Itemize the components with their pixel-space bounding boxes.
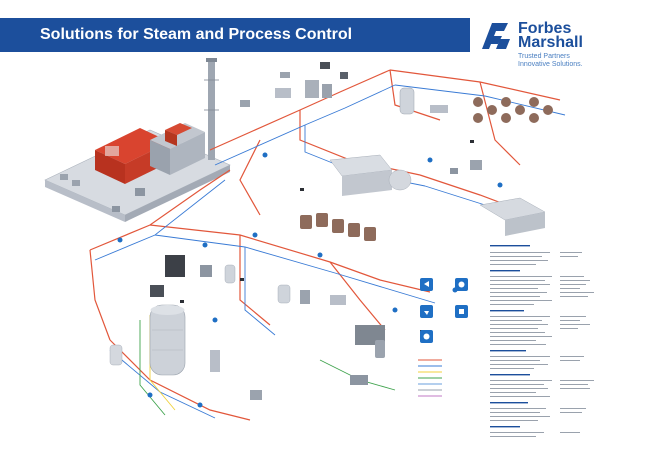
process-equipment bbox=[109, 62, 553, 408]
tank-icon bbox=[149, 304, 186, 376]
pressure-vessel-icon bbox=[399, 87, 448, 115]
company-logo: Forbes Marshall Trusted Partners Innovat… bbox=[478, 15, 638, 75]
page-title: Solutions for Steam and Process Control bbox=[40, 26, 353, 43]
brand-name-line2: Marshall bbox=[518, 34, 583, 51]
tagline-line1: Trusted Partners bbox=[518, 53, 570, 60]
title-banner bbox=[0, 18, 470, 52]
product-legend-panel bbox=[490, 245, 594, 437]
pipe-legend-swatches bbox=[418, 359, 442, 397]
boiler-house bbox=[44, 58, 231, 222]
tagline-line2: Innovative Solutions. bbox=[518, 61, 583, 68]
feature-icon-grid bbox=[420, 278, 468, 343]
chimney-icon bbox=[204, 58, 219, 160]
heat-exchanger-icon bbox=[473, 97, 553, 123]
brand-name-line1: Forbes bbox=[518, 20, 572, 37]
forbes-marshall-logo-mark bbox=[482, 23, 510, 49]
valve-icon bbox=[117, 152, 503, 408]
